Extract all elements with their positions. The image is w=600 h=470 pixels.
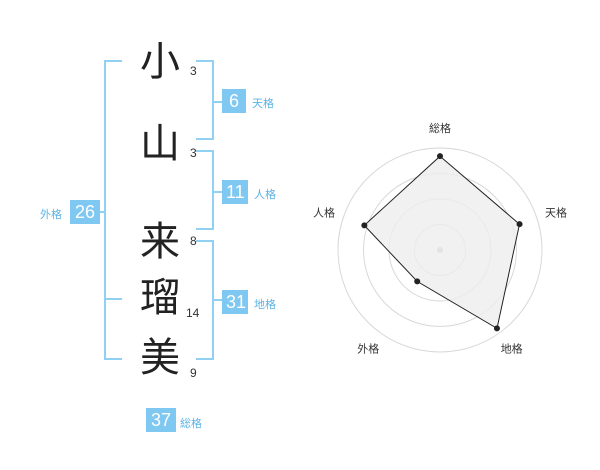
radar-axis-label-4: 外格 (357, 342, 379, 356)
radar-axis-label-5: 人格 (313, 205, 335, 219)
stroke-count-3: 8 (190, 234, 197, 248)
stroke-count-5: 9 (190, 366, 197, 380)
radar-point-2 (516, 221, 523, 228)
stroke-count-2: 3 (190, 146, 197, 160)
tenkaku-label: 天格 (252, 97, 274, 110)
jinkaku-label: 人格 (254, 188, 276, 201)
radar-point-1 (437, 153, 443, 160)
name-char-1: 小 (140, 39, 180, 85)
radar-area (363, 155, 521, 330)
name-char-2: 山 (140, 121, 180, 167)
name-char-4: 瑠 (140, 275, 180, 321)
gaikaku-connector (98, 211, 106, 213)
stroke-count-4: 14 (186, 306, 200, 320)
radar-axis-label-1: 総格 (429, 121, 451, 135)
chikaku-label: 地格 (254, 298, 276, 311)
radar-axis-label-3: 地格 (501, 342, 523, 356)
chikaku-value-badge: 31 (222, 290, 248, 314)
radar-point-4 (414, 278, 421, 285)
jinkaku-connector (214, 191, 222, 193)
gaikaku-value-badge: 26 (70, 200, 100, 224)
jinkaku-value-badge: 11 (222, 180, 248, 204)
stroke-count-1: 3 (190, 64, 197, 78)
radar-point-5 (361, 222, 368, 229)
gaikaku-label: 外格 (40, 208, 62, 221)
tenkaku-bracket (196, 60, 214, 140)
chikaku-connector (214, 299, 222, 301)
tenkaku-connector (214, 101, 222, 103)
gaikaku-bracket-tick (104, 298, 122, 300)
soukaku-label: 総格 (180, 417, 202, 430)
jinkaku-bracket (196, 150, 214, 230)
soukaku-value-badge: 37 (146, 408, 176, 432)
chikaku-bracket (196, 240, 214, 360)
name-char-5: 美 (140, 335, 180, 381)
tenkaku-value-badge: 6 (222, 89, 246, 113)
radar-axis-label-2: 天格 (545, 205, 567, 219)
name-char-3: 来 (140, 219, 180, 265)
radar-point-3 (493, 325, 500, 332)
gaikaku-bracket (104, 60, 122, 360)
radar-ring-4 (337, 147, 543, 353)
